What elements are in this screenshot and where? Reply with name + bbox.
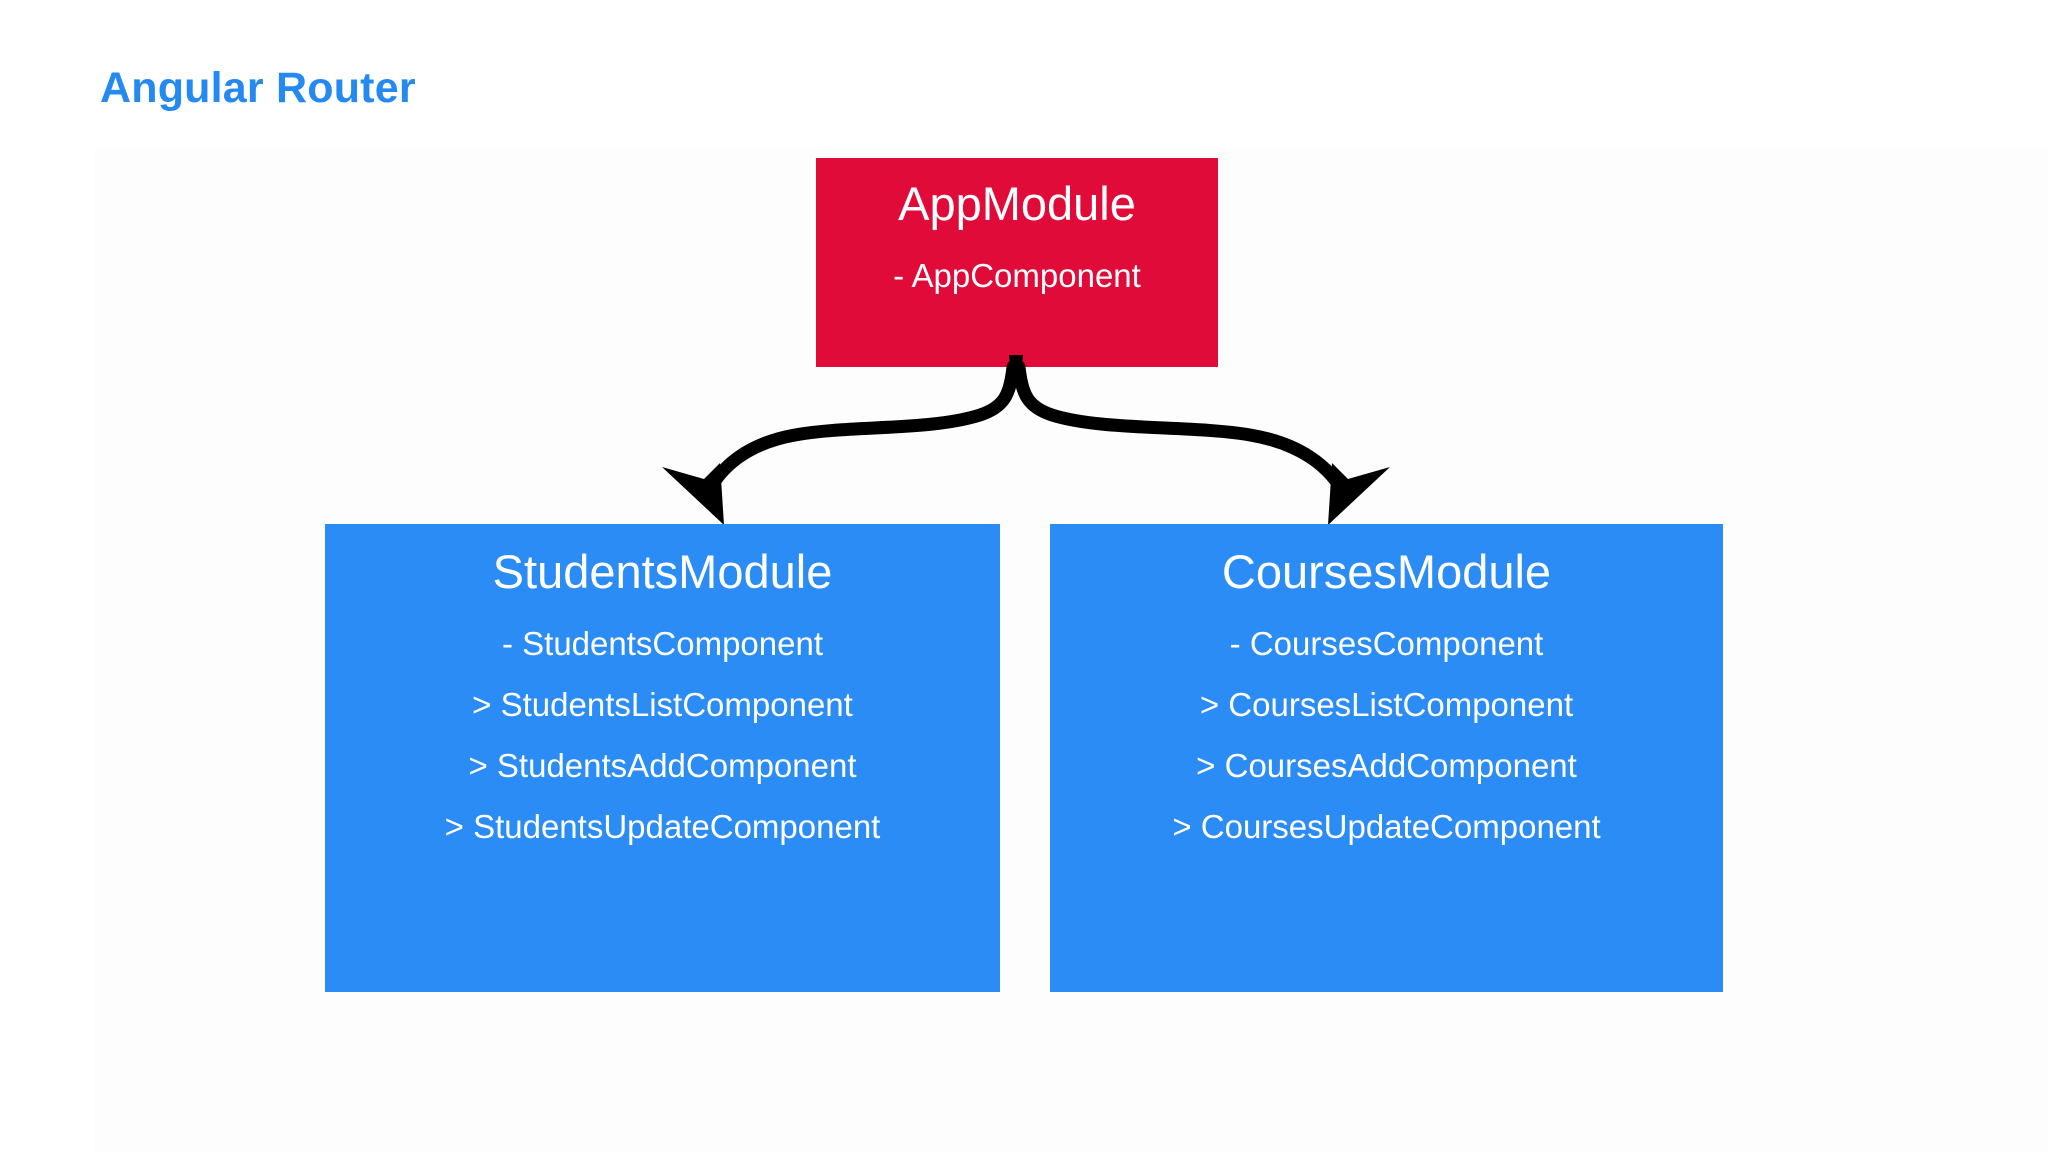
list-item: > CoursesUpdateComponent bbox=[1172, 808, 1601, 845]
app-module-title: AppModule bbox=[898, 177, 1136, 230]
courses-module-title: CoursesModule bbox=[1221, 545, 1552, 598]
courses-module-node[interactable]: CoursesModule - CoursesComponent > Cours… bbox=[1050, 524, 1723, 992]
list-item: > StudentsListComponent bbox=[472, 686, 853, 723]
students-component-list: - StudentsComponent > StudentsListCompon… bbox=[325, 627, 1000, 843]
students-module-title: StudentsModule bbox=[492, 545, 833, 598]
list-item: > CoursesListComponent bbox=[1199, 686, 1574, 723]
list-item: > CoursesAddComponent bbox=[1196, 747, 1577, 784]
list-item: - StudentsComponent bbox=[501, 625, 824, 662]
courses-component-list: - CoursesComponent > CoursesListComponen… bbox=[1050, 627, 1723, 843]
list-item: - CoursesComponent bbox=[1229, 625, 1544, 662]
list-item: > StudentsAddComponent bbox=[468, 747, 857, 784]
app-module-component: - AppComponent bbox=[893, 257, 1141, 294]
page-title: Angular Router bbox=[100, 64, 416, 112]
app-module-node[interactable]: AppModule - AppComponent bbox=[816, 158, 1218, 367]
students-module-node[interactable]: StudentsModule - StudentsComponent > Stu… bbox=[325, 524, 1000, 992]
list-item: > StudentsUpdateComponent bbox=[444, 808, 881, 845]
